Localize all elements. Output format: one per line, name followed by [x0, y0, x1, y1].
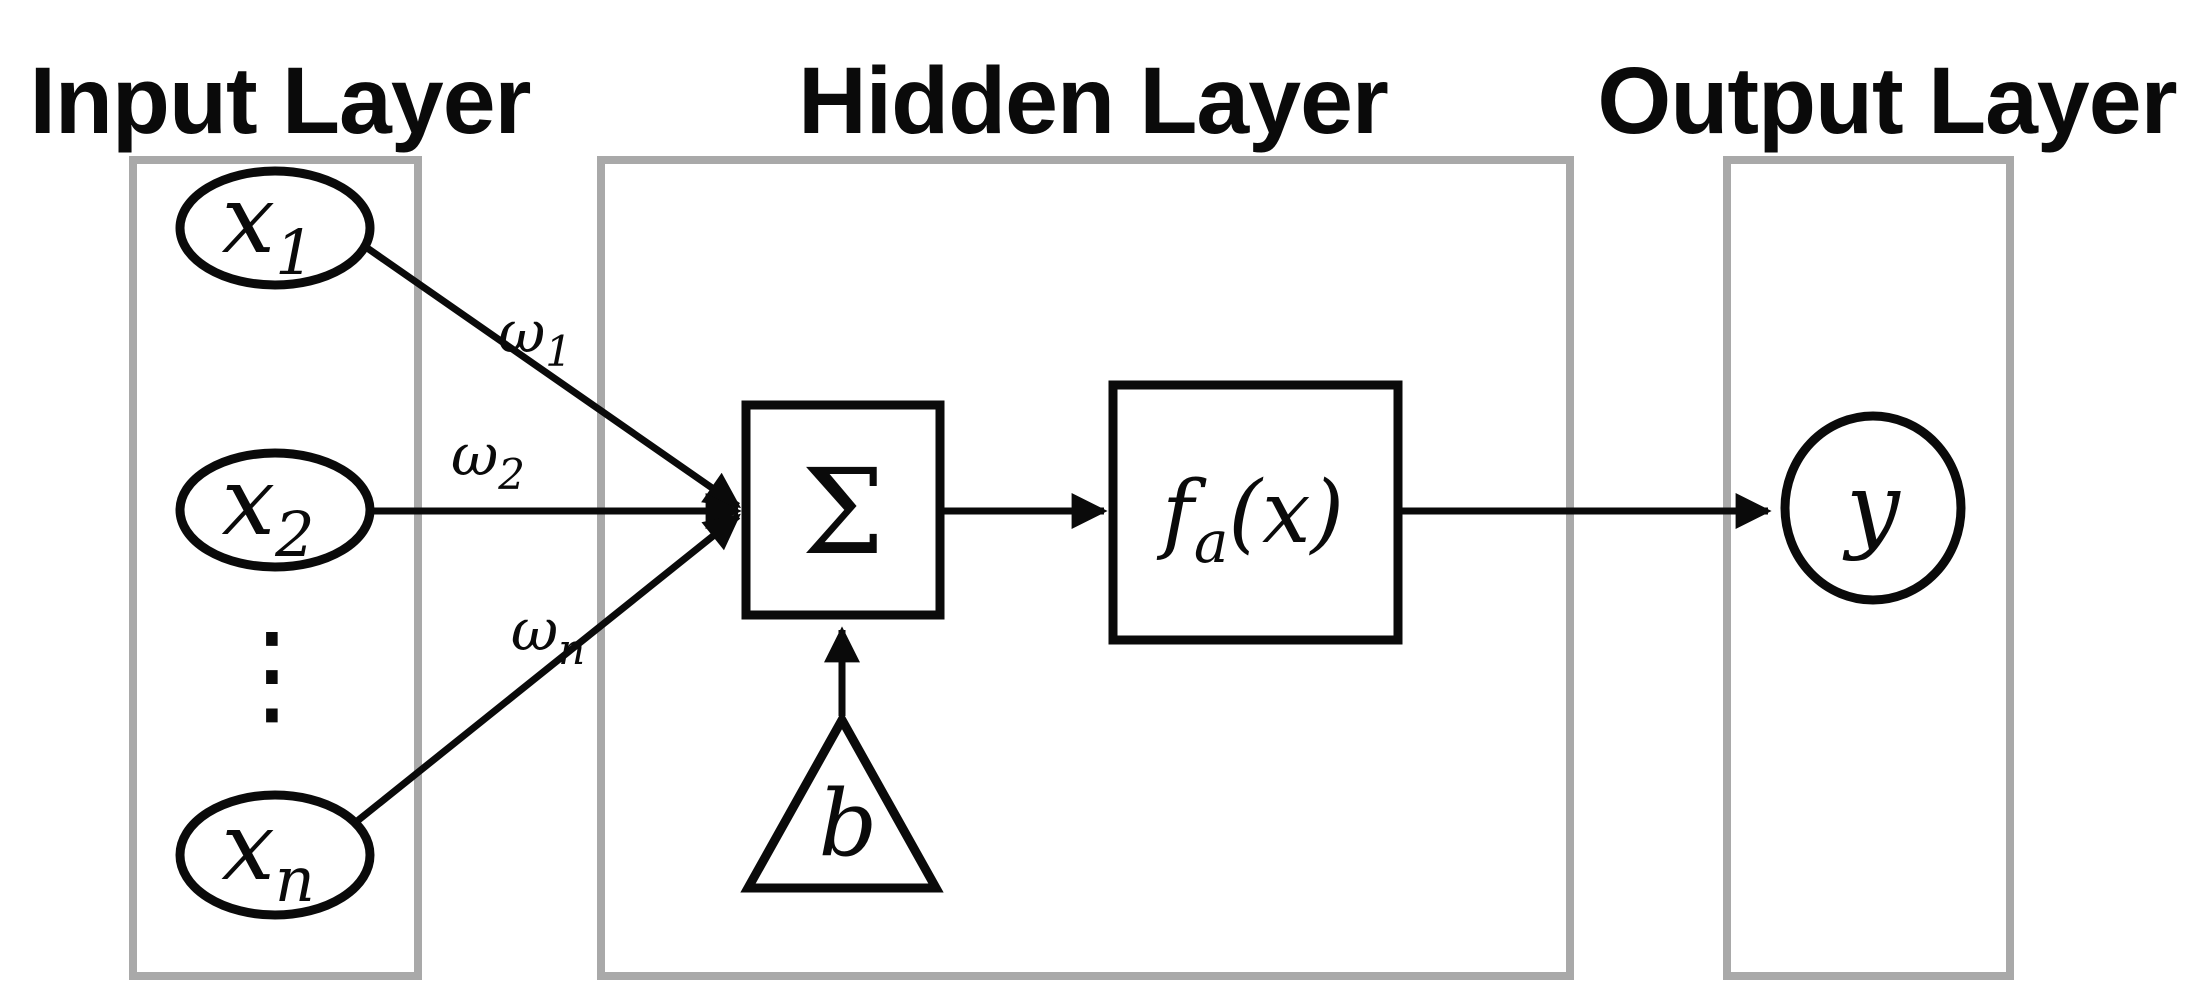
- activation-box: [1108, 380, 1403, 645]
- input-node-xn-label: xn: [221, 792, 315, 916]
- connections: [353, 240, 1772, 825]
- ellipsis-dots: ⋮: [216, 609, 328, 739]
- input-node-x1-circle: [175, 166, 375, 290]
- hidden-layer-title: Hidden Layer: [798, 48, 1388, 154]
- weight-label-w1: ω1: [498, 298, 572, 376]
- output-node-label: y: [1842, 453, 1901, 563]
- weight-label-w2: ω2: [451, 421, 525, 499]
- weight-label-wn: ωn: [511, 596, 585, 674]
- bias-triangle: [740, 710, 944, 893]
- input-node-xn-circle: [175, 790, 375, 920]
- input-layer-title: Input Layer: [29, 48, 530, 154]
- weight-labels: ω1 ω2 ωn: [451, 298, 585, 674]
- summation-symbol: Σ: [801, 443, 884, 581]
- edge-xn-to-sum: [353, 513, 741, 825]
- output-layer-title: Output Layer: [1597, 48, 2176, 154]
- bias-label: b: [819, 770, 878, 877]
- input-node-x2-label: x2: [221, 447, 314, 571]
- input-node-x2-circle: [175, 448, 375, 572]
- summation-box: [741, 400, 945, 620]
- activation-label: fa(x): [1156, 463, 1344, 576]
- input-node-x1-label: x1: [221, 165, 314, 289]
- input-nodes: x1 x2 ⋮ xn: [175, 165, 375, 920]
- edge-x1-to-sum: [358, 240, 741, 509]
- output-node-circle: [1780, 411, 1966, 605]
